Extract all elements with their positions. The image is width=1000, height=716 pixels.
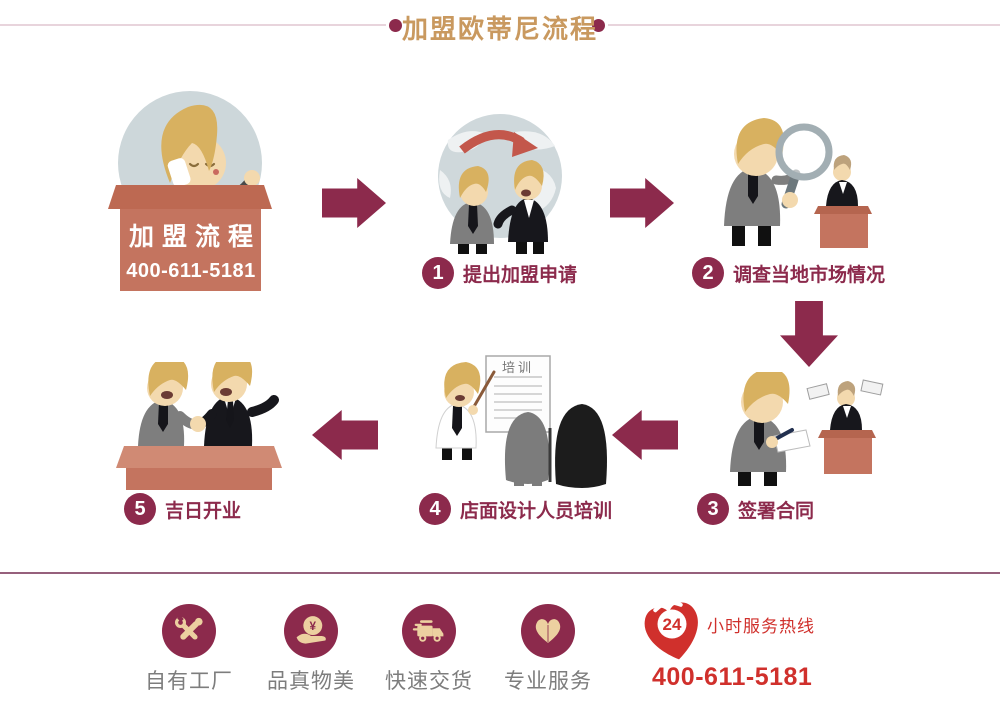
header-rule-left <box>0 24 386 26</box>
step-1: 1 提出加盟申请 <box>422 256 577 290</box>
step-5: 5 吉日开业 <box>124 492 241 526</box>
step-5-badge: 5 <box>124 493 156 525</box>
feature-heart <box>521 604 575 658</box>
feature-heart-label: 专业服务 <box>504 670 592 693</box>
step-2: 2 调查当地市场情况 <box>692 256 885 290</box>
feature-truck <box>402 604 456 658</box>
feature-tools-label: 自有工厂 <box>145 670 233 693</box>
svg-text:¥: ¥ <box>310 620 317 633</box>
phone-heart-icon: 24 <box>644 600 698 660</box>
hotline-label: 小时服务热线 <box>707 617 815 636</box>
step-4-label: 店面设计人员培训 <box>460 500 613 522</box>
step-3-label: 签署合同 <box>738 500 815 522</box>
sign-contract-illustration <box>730 372 884 486</box>
heart-icon <box>535 619 561 643</box>
section-divider <box>0 572 1000 574</box>
arrow-down-icon <box>780 301 838 367</box>
training-illustration: 培训 <box>435 355 607 488</box>
header-dot-left-icon <box>389 19 402 32</box>
step-4: 4 店面设计人员培训 <box>419 492 612 526</box>
step-2-label: 调查当地市场情况 <box>733 264 886 286</box>
feature-money-hand: ¥ <box>284 604 338 658</box>
intro-desk-phone: 400-611-5181 <box>126 260 256 282</box>
truck-icon <box>412 620 444 642</box>
arrow-left-2-icon <box>312 410 378 460</box>
phone-consultant-illustration <box>108 91 272 291</box>
step-5-label: 吉日开业 <box>165 500 242 522</box>
step-4-badge: 4 <box>419 493 451 525</box>
feature-money-hand-label: 品真物美 <box>267 670 355 693</box>
handshake-opening-illustration <box>116 362 282 490</box>
market-research-illustration <box>724 118 872 248</box>
page-title: 加盟欧蒂尼流程 <box>401 14 598 44</box>
feature-tools <box>162 604 216 658</box>
money-hand-icon: ¥ <box>296 616 326 644</box>
step-2-badge: 2 <box>692 257 724 289</box>
step-3: 3 签署合同 <box>697 492 814 526</box>
header-dot-right-icon <box>592 19 605 32</box>
intro-desk-text: 加盟流程 400-611-5181 <box>110 217 272 283</box>
arrow-right-2-icon <box>610 178 674 228</box>
tools-icon <box>174 615 203 640</box>
svg-text:培训: 培训 <box>502 360 534 375</box>
globe-application-illustration <box>438 114 562 254</box>
header-rule-right <box>608 24 1000 26</box>
step-3-badge: 3 <box>697 493 729 525</box>
feature-truck-label: 快速交货 <box>385 670 473 693</box>
arrow-left-1-icon <box>612 410 678 460</box>
hotline-number: 400-611-5181 <box>652 663 813 691</box>
step-1-badge: 1 <box>422 257 454 289</box>
arrow-right-1-icon <box>322 178 386 228</box>
step-1-label: 提出加盟申请 <box>463 264 578 286</box>
intro-desk-title: 加盟流程 <box>128 223 261 251</box>
hotline-badge: 24 <box>663 615 682 634</box>
